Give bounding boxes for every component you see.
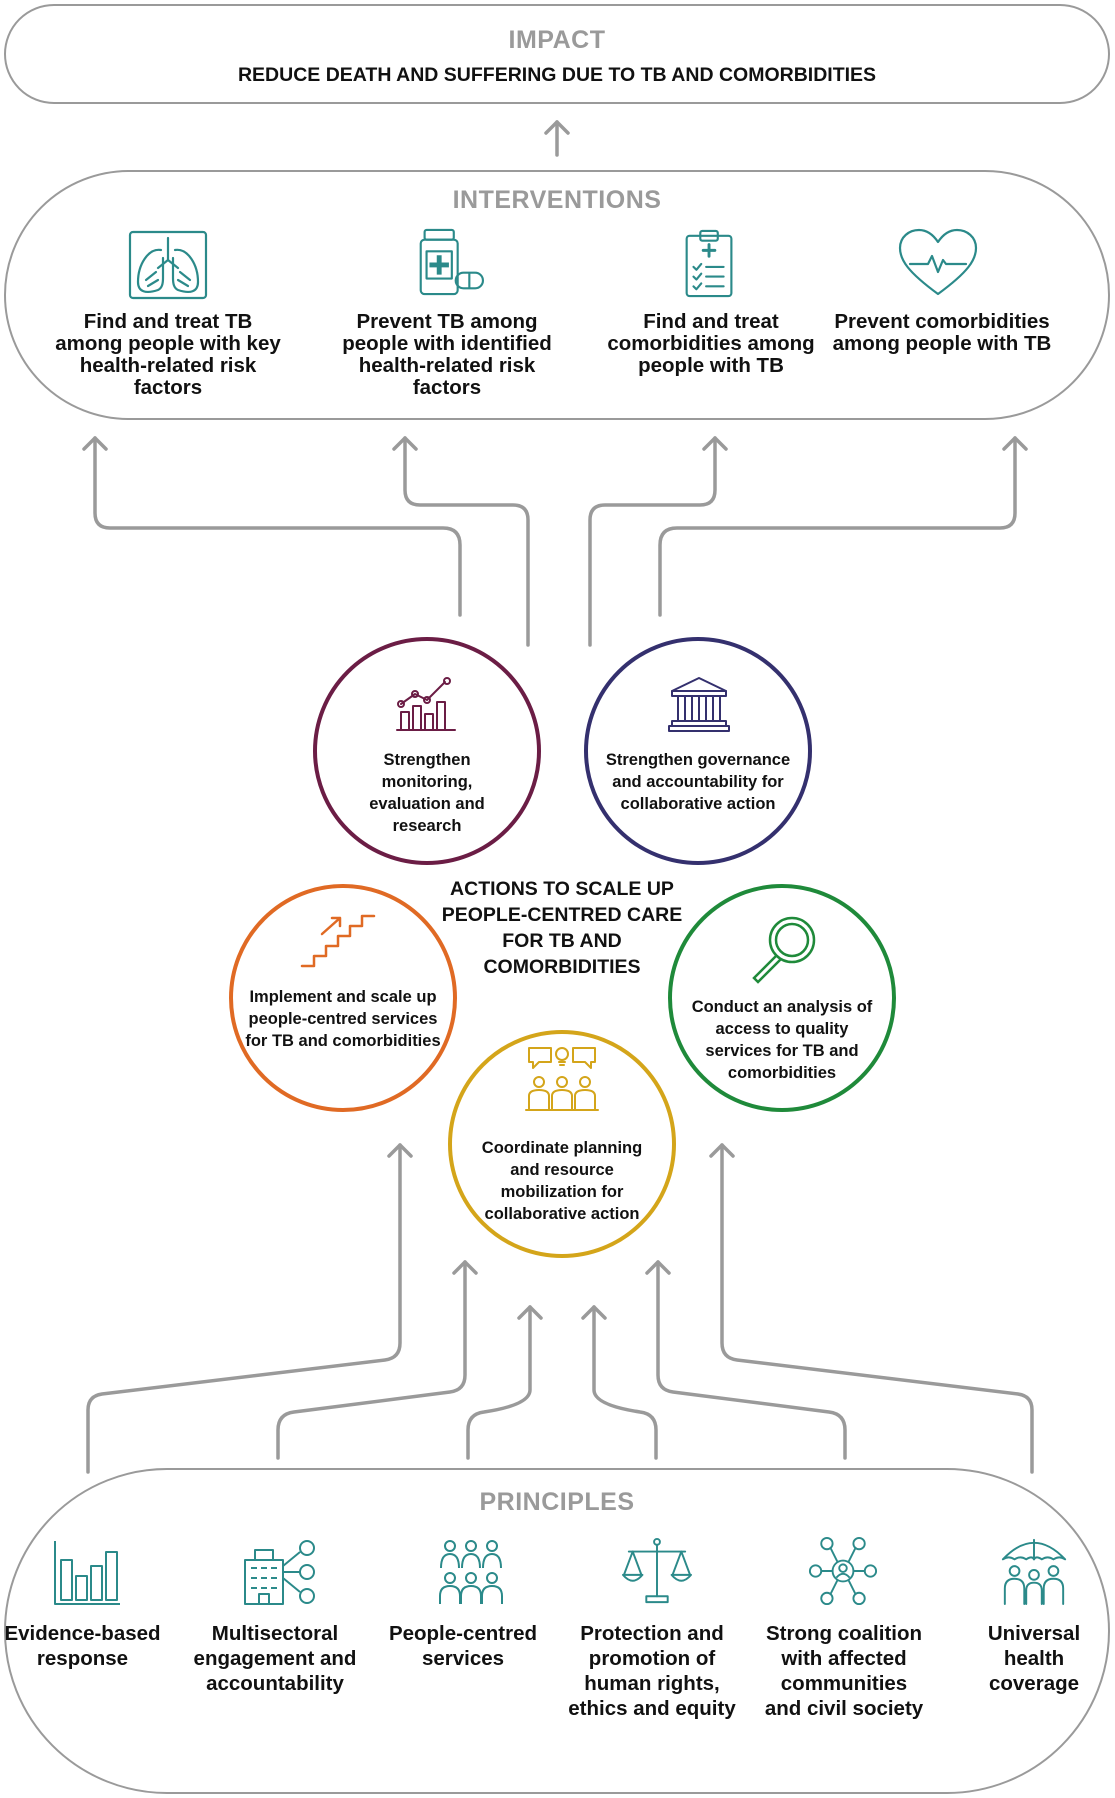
action-circle-implement: [229, 884, 457, 1112]
principles-title: PRINCIPLES: [479, 1488, 635, 1516]
principle-multisectoral: Multisectoral engagement and accountabil…: [193, 1622, 357, 1695]
principle-people-centred: People-centred services: [388, 1622, 538, 1670]
umbrella-family-icon: [1001, 1538, 1067, 1606]
action-circle-analysis: [668, 884, 896, 1112]
principles-panel: PRINCIPLES: [4, 1468, 1110, 1794]
action-circle-coordinate: [448, 1030, 676, 1258]
intervention-find-treat-tb: Find and treat TB among people with key …: [55, 310, 281, 399]
action-coordinate-label: Coordinate planning and resource mobiliz…: [481, 1139, 643, 1223]
people-group-icon: [439, 1540, 503, 1604]
arrow-monitoring-to-find-treat-tb: [93, 436, 462, 617]
intervention-prevent-comorbidities: Prevent comorbidities among people with …: [832, 310, 1052, 355]
action-monitoring-label: Strengthen monitoring, evaluation and re…: [369, 751, 485, 835]
building-network-icon: [244, 1540, 315, 1605]
arrow-governance-to-find-treat-comorbidities: [588, 436, 717, 647]
impact-statement: REDUCE DEATH AND SUFFERING DUE TO TB AND…: [237, 64, 877, 86]
government-building-icon: [668, 677, 730, 732]
clipboard-checklist-icon: [685, 229, 733, 298]
magnifier-icon: [752, 916, 816, 984]
arrow-governance-to-prevent-comorbidities: [658, 436, 1017, 617]
arrow-principle-6: [720, 1143, 1034, 1474]
impact-title: IMPACT: [508, 26, 606, 54]
action-circle-governance: [584, 637, 812, 865]
interventions-title: INTERVENTIONS: [452, 186, 662, 214]
intervention-find-treat-comorbidities: Find and treat comorbidities among peopl…: [607, 310, 815, 377]
arrow-principle-5: [656, 1260, 847, 1460]
arrow-monitoring-to-prevent-tb: [403, 436, 530, 647]
heart-pulse-icon: [898, 228, 978, 296]
chart-growth-icon: [396, 677, 456, 731]
arrow-principle-4: [592, 1305, 658, 1460]
action-circle-monitoring: [313, 637, 541, 865]
bar-chart-icon: [54, 1541, 120, 1605]
impact-panel: IMPACT REDUCE DEATH AND SUFFERING DUE TO…: [4, 4, 1110, 104]
interventions-panel: INTERVENTIONS: [4, 170, 1110, 420]
stairs-arrow-icon: [300, 914, 376, 968]
arrow-principle-3: [466, 1305, 532, 1460]
action-governance-label: Strengthen governance and accountability…: [605, 751, 791, 813]
principle-uhc: Universal health coverage: [987, 1622, 1081, 1695]
lungs-icon: [128, 230, 208, 300]
principle-human-rights: Protection and promotion of human rights…: [568, 1622, 736, 1720]
action-implement-label: Implement and scale up people-centred se…: [245, 988, 441, 1050]
principle-strong-coalition: Strong coalition with affected communiti…: [764, 1622, 924, 1720]
arrow-principle-1: [86, 1143, 402, 1474]
arrow-principle-2: [276, 1260, 467, 1460]
actions-title: ACTIONS TO SCALE UP PEOPLE-CENTRED CARE …: [441, 878, 683, 978]
principle-evidence-based: Evidence-based response: [4, 1622, 161, 1670]
community-network-icon: [808, 1536, 878, 1606]
medicine-bottle-icon: [419, 228, 485, 296]
team-idea-icon: [525, 1047, 599, 1111]
action-analysis-label: Conduct an analysis of access to quality…: [691, 998, 873, 1082]
intervention-prevent-tb: Prevent TB among people with identified …: [342, 310, 552, 399]
scales-of-justice-icon: [622, 1537, 692, 1604]
